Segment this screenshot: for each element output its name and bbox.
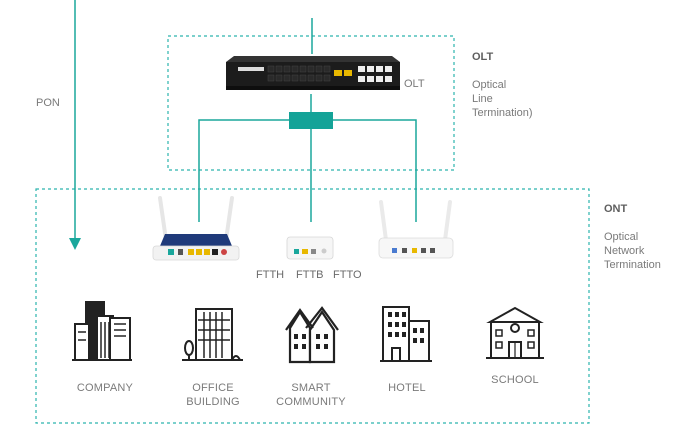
school-icon bbox=[486, 306, 544, 359]
olt-device bbox=[226, 56, 400, 90]
ont-legend-desc: Optical Network Termination bbox=[604, 231, 661, 271]
ftto-label: FTTO bbox=[333, 269, 362, 281]
olt-legend: OLT Optical Line Termination) bbox=[472, 36, 533, 120]
ont-router-white bbox=[378, 200, 454, 259]
hotel-icon bbox=[380, 306, 432, 362]
building-label-community: SMART COMMUNITY bbox=[276, 382, 346, 408]
ont-small-box bbox=[286, 236, 334, 260]
smart-community-icon bbox=[285, 306, 339, 364]
ont-legend-title: ONT bbox=[604, 203, 628, 215]
ont-dashed-frame bbox=[35, 188, 590, 424]
branch-left-line bbox=[198, 119, 290, 222]
ont-router-blue bbox=[152, 196, 240, 261]
building-label-hotel: HOTEL bbox=[388, 382, 426, 394]
ftth-label: FTTH bbox=[256, 269, 285, 281]
company-building-icon bbox=[72, 301, 132, 361]
optical-splitter bbox=[289, 112, 333, 129]
branch-right-line bbox=[332, 119, 417, 222]
olt-device-label: OLT bbox=[404, 78, 425, 90]
pon-label: PON bbox=[36, 97, 60, 109]
olt-legend-desc: Optical Line Termination) bbox=[472, 79, 533, 119]
ont-legend: ONT Optical Network Termination bbox=[604, 188, 661, 272]
building-label-school: SCHOOL bbox=[491, 374, 539, 386]
olt-legend-title: OLT bbox=[472, 51, 494, 63]
fttb-label: FTTB bbox=[296, 269, 324, 281]
building-label-office: OFFICE BUILDING bbox=[186, 382, 240, 408]
office-building-icon bbox=[182, 308, 243, 361]
building-label-company: COMPANY bbox=[76, 382, 134, 394]
